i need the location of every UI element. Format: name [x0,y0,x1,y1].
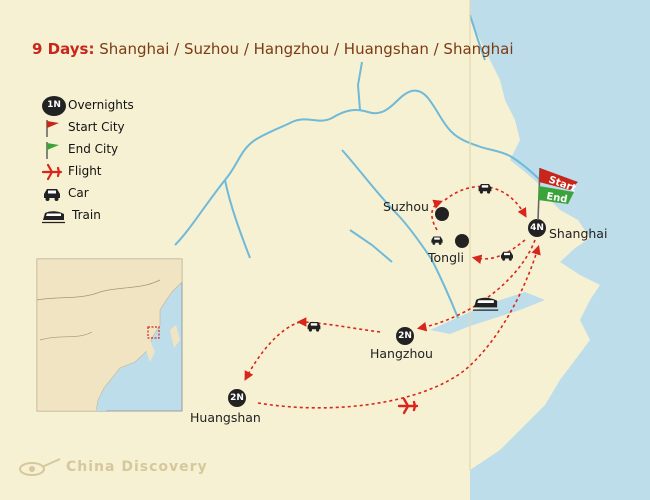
legend-label-end-city: End City [68,142,119,156]
china-locator-inset [36,258,183,412]
overnight-badge-shanghai: 4N [528,219,546,237]
title-route: Shanghai / Suzhou / Hangzhou / Huangshan… [99,40,514,58]
legend-label-start-city: Start City [68,120,125,134]
legend-label-train: Train [72,208,101,222]
overnight-badge-huangshan: 2N [228,389,246,407]
airplane-icon-huangshan-shanghai [397,397,419,415]
china-discovery-logo-icon [19,458,61,476]
start-flag-icon [46,120,59,137]
overnight-badge-hangzhou: 2N [396,327,414,345]
city-dot-tongli [455,234,469,248]
itinerary-title: 9 Days: Shanghai / Suzhou / Hangzhou / H… [32,40,514,58]
route-lines [244,185,541,409]
car-icon-shanghai-suzhou [478,184,492,194]
train-icon-shanghai-hangzhou [472,297,499,311]
end-flag-icon [46,142,59,159]
car-icon [44,189,60,201]
hangzhou-bay [430,292,545,334]
brand-name: China Discovery [66,459,208,475]
airplane-icon [41,163,63,181]
rivers [174,14,543,319]
title-days: 9 Days: [32,40,95,58]
city-label-huangshan: Huangshan [190,410,261,425]
overnight-badge-icon: 1N [42,96,66,116]
end-flag-label: End [545,191,568,205]
city-label-hangzhou: Hangzhou [370,346,433,361]
legend-label-flight: Flight [68,164,102,178]
start-end-flags: Start End [537,167,578,221]
sea-area [470,0,650,500]
car-icon-shanghai-tongli [501,251,513,261]
city-label-shanghai: Shanghai [549,226,608,241]
legend-label-overnights: Overnights [68,98,134,112]
city-label-suzhou: Suzhou [383,199,429,214]
city-label-tongli: Tongli [428,250,464,265]
car-icon-hangzhou-huangshan [307,322,321,332]
city-dot-suzhou [435,207,449,221]
train-icon [42,211,65,224]
legend-label-car: Car [68,186,89,200]
car-icon-tongli-suzhou [431,236,443,245]
